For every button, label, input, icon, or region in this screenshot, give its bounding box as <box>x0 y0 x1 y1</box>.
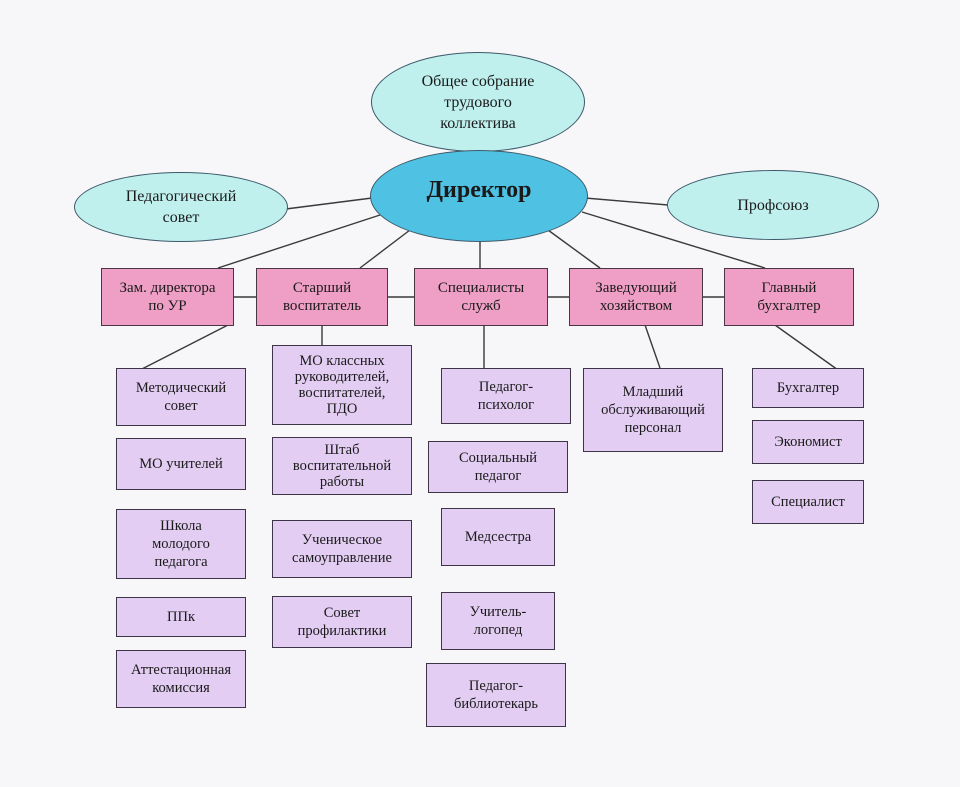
connector-director-dept-4 <box>547 229 601 269</box>
dept-specialists: Специалисты служб <box>414 268 548 326</box>
unit-librarian: Педагог- библиотекарь <box>426 663 566 727</box>
unit-class-teachers-mo: МО классных руководителей, воспитателей,… <box>272 345 412 425</box>
connector-director-dept-5 <box>581 211 766 269</box>
unit-social-pedagogue: Социальный педагог <box>428 441 568 493</box>
unit-ppk: ППк <box>116 597 246 637</box>
unit-nurse: Медсестра <box>441 508 555 566</box>
connector-dept-5-units <box>774 324 839 371</box>
unit-teachers-mo: МО учителей <box>116 438 246 490</box>
connector-director-pedagogical-council <box>277 197 373 211</box>
connector-director-dept-2 <box>359 229 411 269</box>
unit-economist: Экономист <box>752 420 864 464</box>
unit-prevention-council: Совет профилактики <box>272 596 412 648</box>
pedagogical-council-ellipse: Педагогический совет <box>74 172 288 242</box>
unit-attestation-commission: Аттестационная комиссия <box>116 650 246 708</box>
dept-senior-educator: Старший воспитатель <box>256 268 388 326</box>
connector-director-dept-1 <box>217 214 381 269</box>
dept-facility-manager: Заведующий хозяйством <box>569 268 703 326</box>
trade-union-ellipse: Профсоюз <box>667 170 879 240</box>
general-meeting-ellipse: Общее собрание трудового коллектива <box>371 52 585 152</box>
unit-speech-therapist: Учитель- логопед <box>441 592 555 650</box>
dept-chief-accountant: Главный бухгалтер <box>724 268 854 326</box>
director-ellipse: Директор <box>370 150 588 242</box>
connector-director-trade-union <box>584 197 669 206</box>
unit-education-hq: Штаб воспитательной работы <box>272 437 412 495</box>
unit-student-self-government: Ученическое самоуправление <box>272 520 412 578</box>
unit-psychologist: Педагог- психолог <box>441 368 571 424</box>
unit-accountant: Бухгалтер <box>752 368 864 408</box>
dept-deputy-director: Зам. директора по УР <box>101 268 234 326</box>
connector-dept-1-units <box>139 324 229 371</box>
unit-specialist: Специалист <box>752 480 864 524</box>
connector-dept-4-units <box>644 324 661 369</box>
unit-junior-service-staff: Младший обслуживающий персонал <box>583 368 723 452</box>
unit-methodical-council: Методический совет <box>116 368 246 426</box>
unit-young-teacher-school: Школа молодого педагога <box>116 509 246 579</box>
